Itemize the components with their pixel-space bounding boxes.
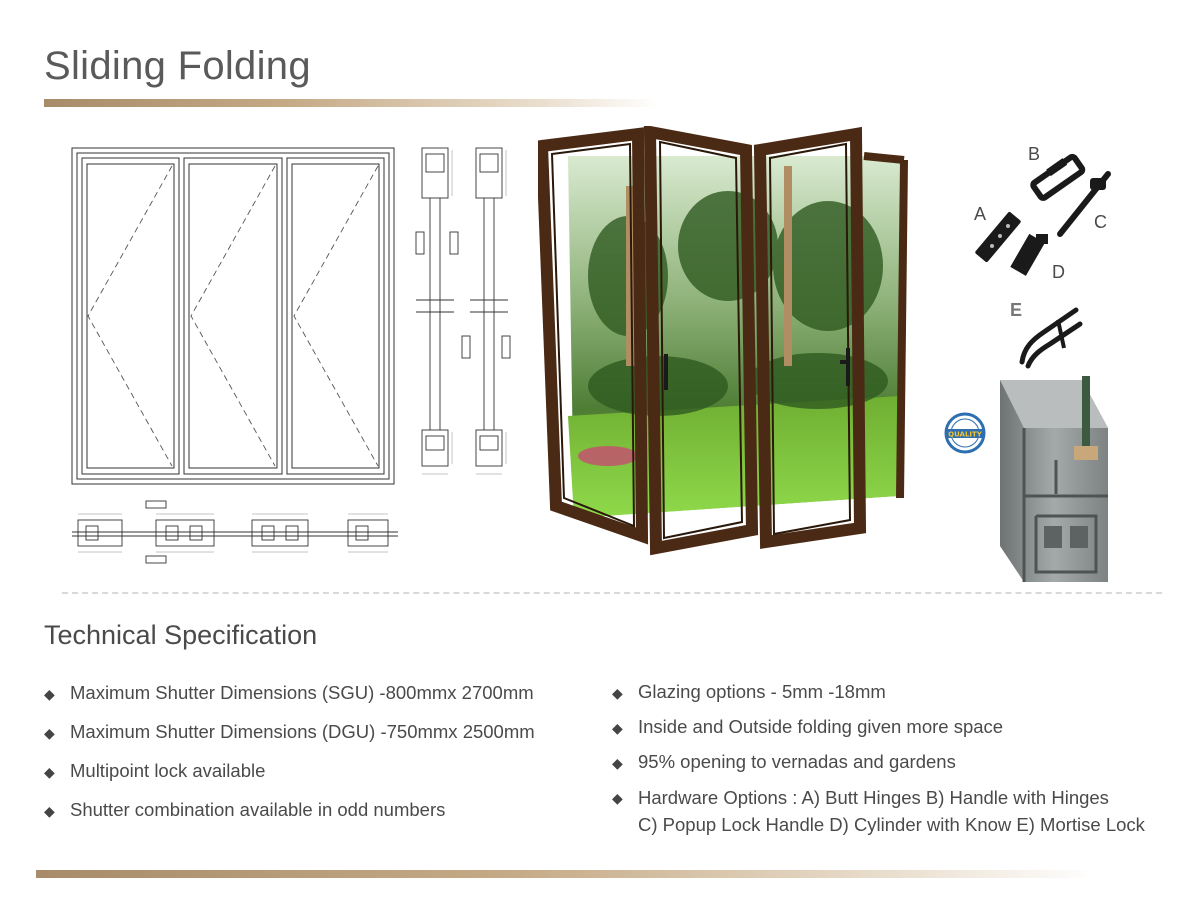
diamond-bullet-icon: ◆ [44, 686, 55, 702]
spec-title: Technical Specification [44, 620, 318, 650]
footer-rule [36, 870, 1096, 878]
spec-item-hardware-options: ◆Hardware Options : A) Butt Hinges B) Ha… [612, 787, 1145, 835]
section-drawing [415, 147, 511, 475]
butt-hinge-icon [975, 211, 1021, 263]
cylinder-icon [1010, 233, 1048, 276]
hardware-label-d: D [1052, 262, 1065, 282]
diamond-bullet-icon: ◆ [612, 790, 623, 806]
spec-list-left: ◆Maximum Shutter Dimensions (SGU) -800mm… [44, 680, 604, 836]
mortise-lock-icon [1019, 307, 1083, 369]
diamond-bullet-icon: ◆ [44, 803, 55, 819]
spec-item: ◆Glazing options - 5mm -18mm [612, 679, 1172, 705]
plan-drawing [72, 500, 398, 564]
page-title: Sliding Folding [44, 44, 311, 88]
diamond-bullet-icon: ◆ [612, 755, 623, 771]
hardware-label-c: C [1094, 212, 1107, 232]
handle-with-hinges-icon [1030, 153, 1086, 201]
spec-item: ◆Maximum Shutter Dimensions (SGU) -800mm… [44, 680, 604, 706]
quality-badge-text: QUALITY [948, 431, 983, 439]
title-underline [44, 99, 659, 107]
diamond-bullet-icon: ◆ [44, 725, 55, 741]
hardware-label-a: A [974, 204, 987, 224]
diamond-bullet-icon: ◆ [612, 720, 623, 736]
spec-item: ◆Shutter combination available in odd nu… [44, 797, 604, 823]
spec-item: ◆Multipoint lock available [44, 758, 604, 784]
quality-badge-icon: QUALITY [944, 412, 986, 454]
hardware-label-e: E [1010, 300, 1023, 320]
diamond-bullet-icon: ◆ [612, 685, 623, 701]
spec-list-right: ◆Glazing options - 5mm -18mm ◆Inside and… [612, 679, 1172, 847]
elevation-drawing [71, 147, 395, 485]
popup-lock-handle-icon [1057, 171, 1111, 237]
diamond-bullet-icon: ◆ [44, 764, 55, 780]
folding-door-image [538, 126, 908, 556]
spec-item: ◆Inside and Outside folding given more s… [612, 714, 1172, 740]
spec-item: ◆Maximum Shutter Dimensions (DGU) -750mm… [44, 719, 604, 745]
spec-item: ◆95% opening to vernadas and gardens [612, 749, 1172, 775]
section-divider [62, 592, 1162, 594]
hardware-label-b: B [1028, 144, 1041, 164]
aluminium-profile-image [1000, 376, 1108, 582]
